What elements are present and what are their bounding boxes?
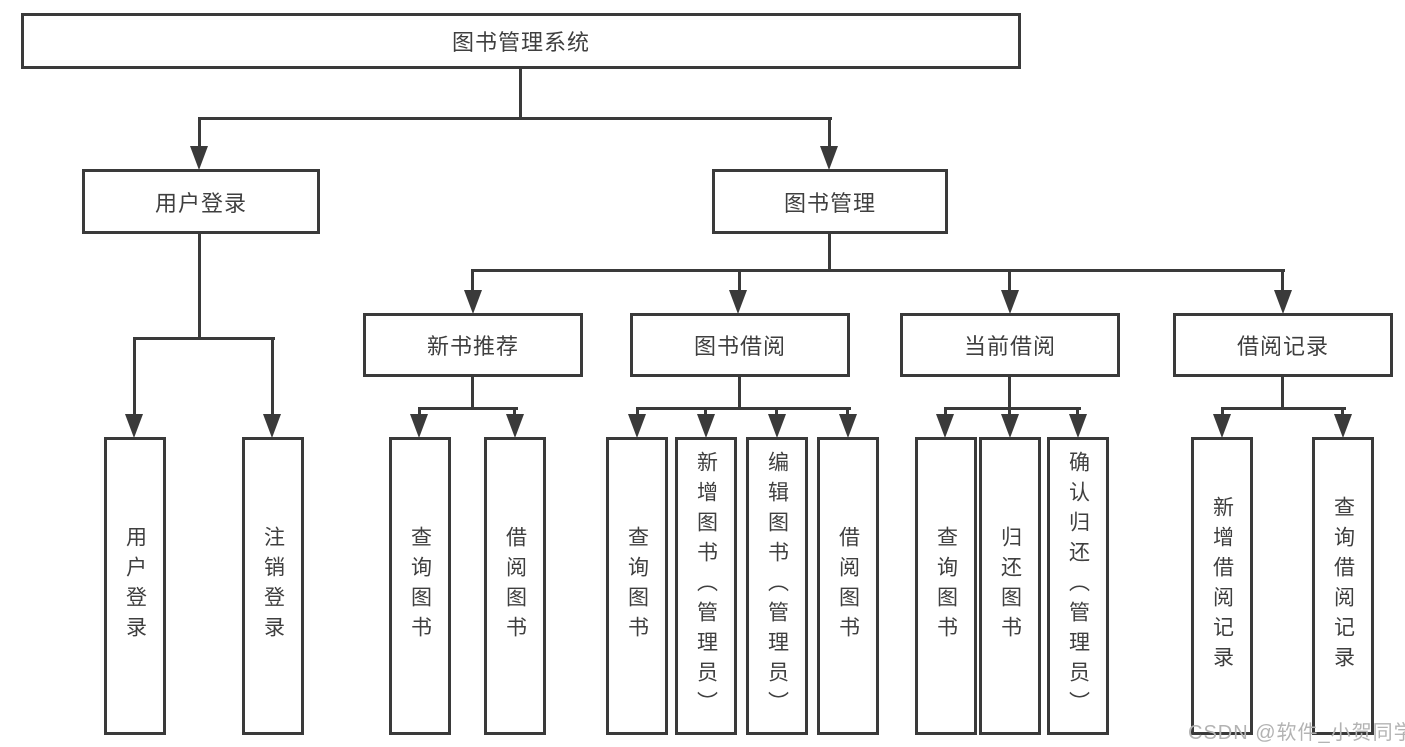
- connector-to-book-mgmt: [828, 117, 831, 149]
- leaf-newbooks-query: 查询图书: [389, 437, 451, 735]
- connector-to-leaf: [1221, 407, 1224, 417]
- arrowhead: [768, 414, 786, 438]
- arrowhead: [263, 414, 281, 438]
- connector-borrowing-stem: [738, 377, 741, 410]
- leaf-label: 查询图书: [625, 526, 649, 646]
- leaf-borrowing-borrow: 借阅图书: [817, 437, 879, 735]
- watermark: CSDN @软件_小贺同学: [1188, 722, 1405, 744]
- connector-to-leaf: [846, 407, 849, 417]
- connector-user-login-stem: [198, 233, 201, 340]
- connector-current-stem: [1008, 377, 1011, 410]
- leaf-label: 注销登录: [261, 526, 285, 646]
- connector-book-mgmt-stem: [828, 233, 831, 272]
- connector-to-leaf: [636, 407, 639, 417]
- leaf-label: 查询图书: [408, 526, 432, 646]
- leaf-logout: 注销登录: [242, 437, 304, 735]
- leaf-label: 编辑图书（管理员）: [765, 451, 789, 721]
- node-current: 当前借阅: [900, 313, 1120, 377]
- connector-to-leaf: [944, 407, 947, 417]
- arrowhead: [464, 290, 482, 314]
- connector-to-leaf: [1008, 407, 1011, 417]
- connector-to-leaf: [133, 337, 136, 417]
- leaf-current-query: 查询图书: [915, 437, 977, 735]
- arrowhead: [1334, 414, 1352, 438]
- arrowhead: [820, 146, 838, 170]
- connector-to-leaf: [1076, 407, 1079, 417]
- node-borrowing: 图书借阅: [630, 313, 850, 377]
- node-book-mgmt: 图书管理: [712, 169, 948, 234]
- arrowhead: [1213, 414, 1231, 438]
- arrowhead: [190, 146, 208, 170]
- connector-current-split: [944, 407, 1081, 410]
- node-new-books: 新书推荐: [363, 313, 583, 377]
- connector-to-leaf: [271, 337, 274, 417]
- connector-to-leaf: [418, 407, 421, 417]
- leaf-current-confirm-admin: 确认归还（管理员）: [1047, 437, 1109, 735]
- arrowhead: [936, 414, 954, 438]
- leaf-borrowing-add-admin: 新增图书（管理员）: [675, 437, 737, 735]
- connector-to-current: [1008, 269, 1011, 293]
- connector-to-leaf: [704, 407, 707, 417]
- arrowhead: [1069, 414, 1087, 438]
- leaf-label: 新增图书（管理员）: [694, 451, 718, 721]
- leaf-label: 新增借阅记录: [1210, 496, 1234, 676]
- arrowhead: [125, 414, 143, 438]
- leaf-label: 归还图书: [998, 526, 1022, 646]
- node-user-login: 用户登录: [82, 169, 320, 234]
- connector-borrowing-split: [636, 407, 851, 410]
- leaf-borrowing-edit-admin: 编辑图书（管理员）: [746, 437, 808, 735]
- arrowhead: [628, 414, 646, 438]
- arrowhead: [729, 290, 747, 314]
- leaf-label: 借阅图书: [836, 526, 860, 646]
- arrowhead: [1001, 290, 1019, 314]
- arrowhead: [1001, 414, 1019, 438]
- connector-to-leaf: [775, 407, 778, 417]
- leaf-label: 查询借阅记录: [1331, 496, 1355, 676]
- connector-user-login-split: [133, 337, 275, 340]
- leaf-records-query: 查询借阅记录: [1312, 437, 1374, 735]
- node-records: 借阅记录: [1173, 313, 1393, 377]
- leaf-borrowing-query: 查询图书: [606, 437, 668, 735]
- connector-to-new-books: [471, 269, 474, 293]
- connector-to-user-login: [198, 117, 201, 149]
- leaf-newbooks-borrow: 借阅图书: [484, 437, 546, 735]
- arrowhead: [410, 414, 428, 438]
- connector-new-books-stem: [471, 377, 474, 410]
- connector-new-books-split: [418, 407, 518, 410]
- connector-to-leaf: [1341, 407, 1344, 417]
- leaf-label: 用户登录: [123, 526, 147, 646]
- arrowhead: [1274, 290, 1292, 314]
- leaf-label: 确认归还（管理员）: [1066, 451, 1090, 721]
- connector-records-split: [1221, 407, 1346, 410]
- leaf-records-add: 新增借阅记录: [1191, 437, 1253, 735]
- connector-to-borrowing: [738, 269, 741, 293]
- connector-to-leaf: [513, 407, 516, 417]
- connector-book-mgmt-split: [471, 269, 1285, 272]
- leaf-current-return: 归还图书: [979, 437, 1041, 735]
- leaf-label: 查询图书: [934, 526, 958, 646]
- leaf-user-login: 用户登录: [104, 437, 166, 735]
- arrowhead: [697, 414, 715, 438]
- leaf-label: 借阅图书: [503, 526, 527, 646]
- arrowhead: [506, 414, 524, 438]
- connector-records-stem: [1281, 377, 1284, 410]
- connector-root-split: [198, 117, 832, 120]
- connector-root-stem: [519, 68, 522, 119]
- connector-to-records: [1281, 269, 1284, 293]
- node-root: 图书管理系统: [21, 13, 1021, 69]
- arrowhead: [839, 414, 857, 438]
